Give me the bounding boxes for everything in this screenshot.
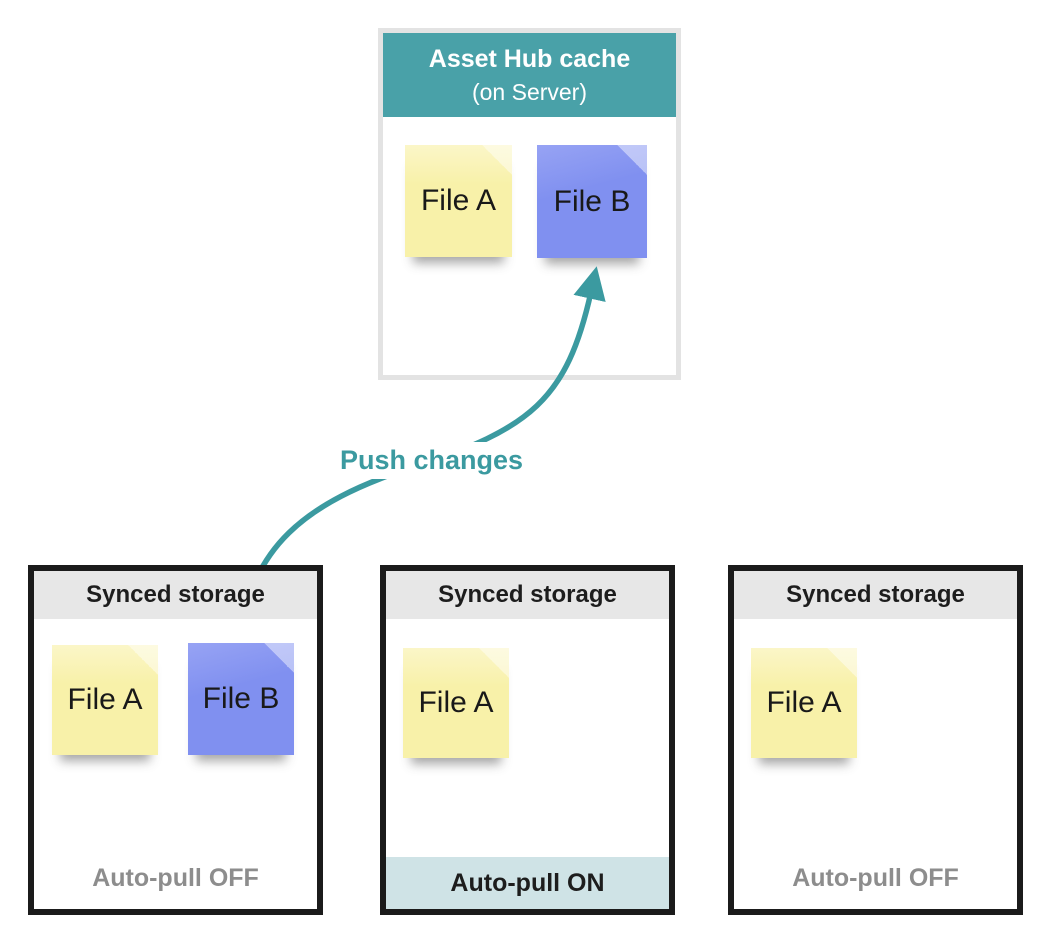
storage-1-file-b-note: File B — [188, 643, 294, 755]
synced-storage-1-title: Synced storage — [34, 571, 317, 619]
hub-file-a-note: File A — [405, 145, 512, 257]
synced-storage-3-title: Synced storage — [734, 571, 1017, 619]
synced-storage-box-2: Synced storage File A Auto-pull ON — [380, 565, 675, 915]
asset-hub-cache-box: Asset Hub cache (on Server) File A File … — [378, 28, 681, 380]
push-changes-label: Push changes — [330, 442, 534, 479]
storage-3-auto-pull-status: Auto-pull OFF — [792, 864, 959, 892]
storage-1-auto-pull-status: Auto-pull OFF — [92, 864, 259, 892]
asset-hub-header: Asset Hub cache (on Server) — [383, 33, 676, 117]
hub-file-b-note: File B — [537, 145, 647, 258]
synced-storage-box-1: Synced storage File A File B Auto-pull O… — [28, 565, 323, 915]
storage-1-file-a-note: File A — [52, 645, 158, 755]
storage-2-file-a-note: File A — [403, 648, 509, 758]
asset-hub-subtitle: (on Server) — [471, 79, 588, 105]
storage-2-auto-pull-status: Auto-pull ON — [386, 857, 669, 909]
synced-storage-2-title: Synced storage — [386, 571, 669, 619]
storage-3-file-a-note: File A — [751, 648, 857, 758]
synced-storage-box-3: Synced storage File A Auto-pull OFF — [728, 565, 1023, 915]
asset-hub-title: Asset Hub cache — [428, 45, 631, 73]
